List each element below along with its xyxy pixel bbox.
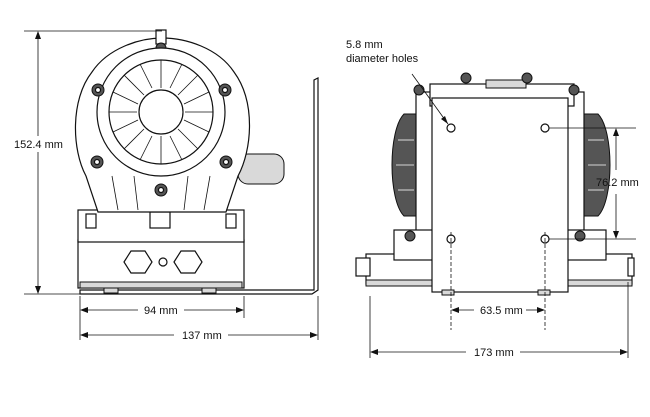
dim-label-width-total: 137 mm [182,330,222,342]
hex-nut-left [123,250,153,274]
dim-label-height: 152.4 mm [14,139,63,151]
side-view-dimensions: 5.8 mm diameter holes 76.2 mm 63.5 mm 17… [346,39,639,359]
pump-side-view [355,72,635,296]
cover-spokes [109,60,213,164]
dim-label-vertical-spacing: 76.2 mm [596,177,639,189]
dim-label-horizontal-spacing: 63.5 mm [480,305,523,317]
mounting-bracket [79,77,319,295]
mount-hole-top-left [446,123,456,133]
mount-hole-top-right [540,123,550,133]
cover-hub [138,89,184,135]
pump-front-view [74,29,319,295]
dim-label-width-inner: 94 mm [144,305,178,317]
hex-nut-right [173,250,203,274]
dim-label-holes-line2: diameter holes [346,53,419,65]
front-view-dimensions: 152.4 mm 94 mm 137 mm [14,30,319,342]
dim-label-holes-line1: 5.8 mm [346,39,383,51]
dim-label-depth-total: 173 mm [474,347,514,359]
